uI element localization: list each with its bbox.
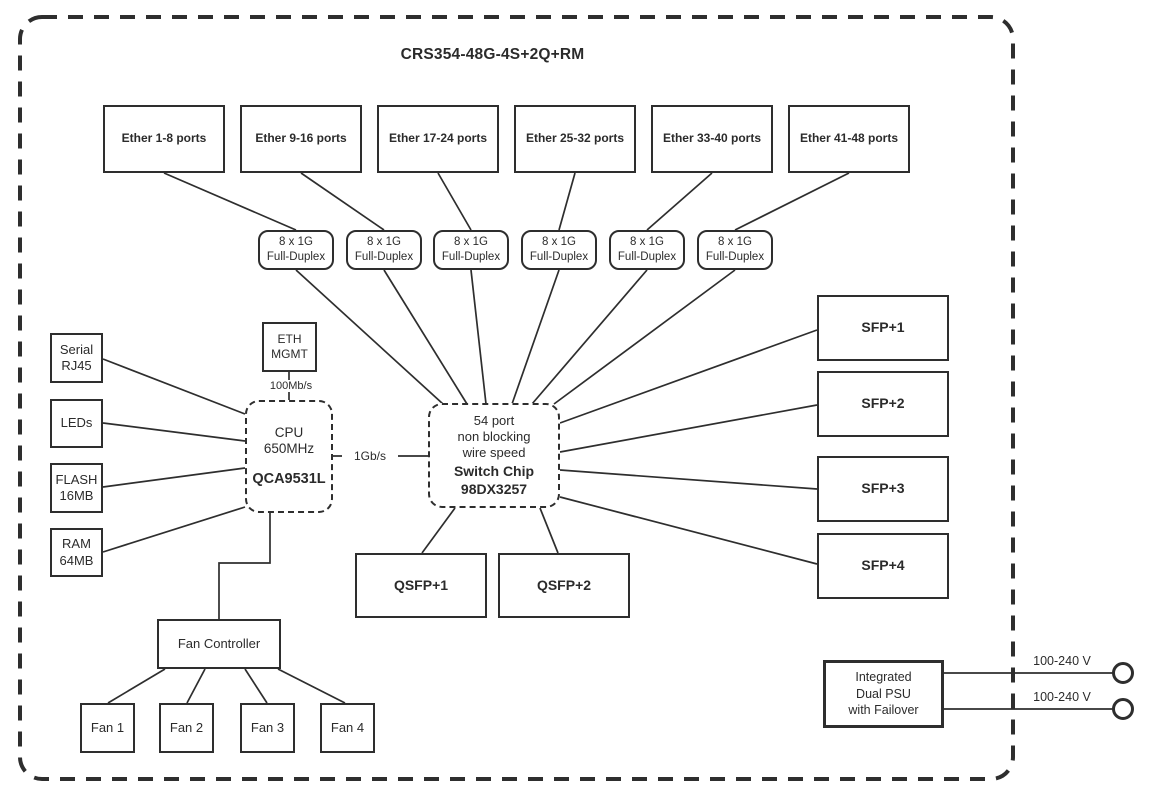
- ram-box: RAM 64MB: [50, 528, 103, 577]
- serial-box: Serial RJ45: [50, 333, 103, 383]
- switch-chip-box: 54 port non blocking wire speed Switch C…: [428, 403, 560, 508]
- ether-group-box-2: Ether 9-16 ports: [240, 105, 362, 173]
- phy-link-box-3: 8 x 1G Full-Duplex: [433, 230, 509, 270]
- voltage-label-1: 100-240 V: [1024, 654, 1100, 668]
- mgmt-speed-label: 100Mb/s: [257, 380, 325, 392]
- ether-group-box-5: Ether 33-40 ports: [651, 105, 773, 173]
- power-inlet-icon-1: [1112, 662, 1134, 684]
- phy-link-box-2: 8 x 1G Full-Duplex: [346, 230, 422, 270]
- fan-controller-box: Fan Controller: [157, 619, 281, 669]
- sfp4-box: SFP+4: [817, 533, 949, 599]
- phy-link-box-1: 8 x 1G Full-Duplex: [258, 230, 334, 270]
- sfp2-box: SFP+2: [817, 371, 949, 437]
- phy-link-box-6: 8 x 1G Full-Duplex: [697, 230, 773, 270]
- chassis-border: [18, 15, 1015, 781]
- cpu-desc: CPU 650MHz: [263, 424, 315, 457]
- qsfp1-box: QSFP+1: [355, 553, 487, 618]
- leds-box: LEDs: [50, 399, 103, 448]
- switch-chip-name: Switch Chip 98DX3257: [453, 463, 535, 497]
- diagram-title: CRS354-48G-4S+2Q+RM: [400, 46, 585, 63]
- cpu-model: QCA9531L: [252, 471, 326, 488]
- power-inlet-icon-2: [1112, 698, 1134, 720]
- ether-group-box-6: Ether 41-48 ports: [788, 105, 910, 173]
- fan-box-3: Fan 3: [240, 703, 295, 753]
- sfp1-box: SFP+1: [817, 295, 949, 361]
- cpu-switch-speed-label: 1Gb/s: [342, 449, 398, 463]
- ether-group-box-4: Ether 25-32 ports: [514, 105, 636, 173]
- cpu-box: CPU 650MHz QCA9531L: [245, 400, 333, 513]
- ether-group-box-1: Ether 1-8 ports: [103, 105, 225, 173]
- qsfp2-box: QSFP+2: [498, 553, 630, 618]
- phy-link-box-4: 8 x 1G Full-Duplex: [521, 230, 597, 270]
- voltage-label-2: 100-240 V: [1024, 690, 1100, 704]
- flash-box: FLASH 16MB: [50, 463, 103, 513]
- phy-link-box-5: 8 x 1G Full-Duplex: [609, 230, 685, 270]
- fan-box-1: Fan 1: [80, 703, 135, 753]
- fan-box-2: Fan 2: [159, 703, 214, 753]
- psu-box: Integrated Dual PSU with Failover: [823, 660, 944, 728]
- ether-group-box-3: Ether 17-24 ports: [377, 105, 499, 173]
- switch-chip-desc: 54 port non blocking wire speed: [457, 412, 531, 461]
- eth-mgmt-box: ETH MGMT: [262, 322, 317, 372]
- fan-box-4: Fan 4: [320, 703, 375, 753]
- sfp3-box: SFP+3: [817, 456, 949, 522]
